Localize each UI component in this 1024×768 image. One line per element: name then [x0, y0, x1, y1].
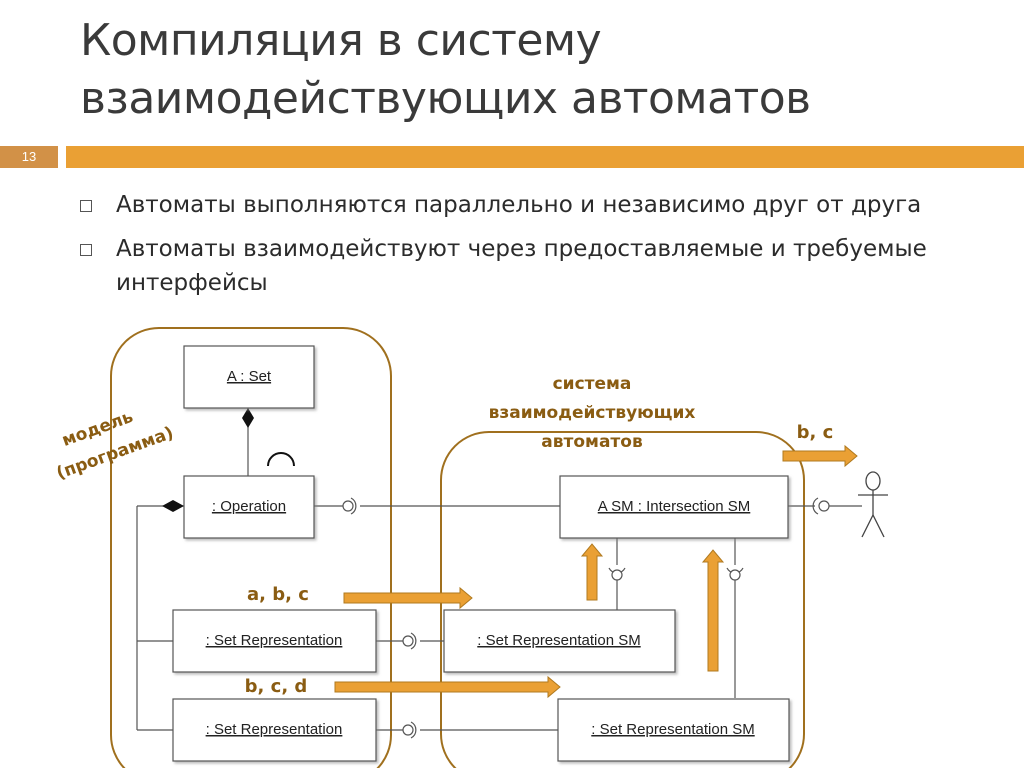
box-set-representation-sm-2: : Set Representation SM [557, 698, 790, 762]
box-a-set: A : Set [183, 345, 315, 409]
page-number-band [0, 146, 58, 168]
arrow-right-icon [334, 675, 561, 699]
bullet-text: Автоматы выполняются параллельно и незав… [116, 192, 922, 218]
system-label-line-1: система [553, 374, 632, 394]
provided-interface-icon [402, 724, 414, 736]
svg-text:A SM : Intersection SM: A SM : Intersection SM [598, 498, 751, 515]
title-line-2: взаимодействующих автоматов [80, 73, 811, 124]
system-label-line-2: взаимодействующих [489, 403, 696, 423]
composition-diamond-icon [162, 500, 184, 512]
title-line-1: Компиляция в систему [80, 15, 602, 66]
svg-text:: Set Representation SM: : Set Representation SM [477, 632, 640, 649]
arrow-up-icon [580, 543, 604, 601]
arrow-right-icon [343, 586, 473, 610]
arrow-up-icon [701, 549, 725, 672]
box-a-sm-intersection: A SM : Intersection SM [559, 475, 789, 539]
box-set-representation-sm-1: : Set Representation SM [443, 609, 676, 673]
system-frame [440, 431, 805, 768]
required-interface-icon [267, 452, 295, 467]
bullet-square-icon [80, 200, 92, 212]
actor-icon [858, 471, 888, 538]
bullet-text: Автоматы взаимодействуют через предостав… [116, 236, 927, 296]
composition-diamond-icon [242, 408, 254, 428]
slide-title: Компиляция в систему взаимодействующих а… [80, 12, 980, 128]
arrow-right-icon [782, 444, 858, 468]
provided-interface-icon [402, 635, 414, 647]
box-operation: : Operation [183, 475, 315, 539]
svg-text:A : Set: A : Set [227, 368, 272, 385]
provided-interface-icon [342, 500, 354, 512]
svg-text:: Set Representation: : Set Representation [206, 632, 343, 649]
model-frame [110, 327, 392, 768]
system-label-line-3: автоматов [541, 432, 643, 452]
bullet-item: Автоматы выполняются параллельно и незав… [80, 188, 1010, 222]
svg-text:: Operation: : Operation [212, 498, 286, 515]
provided-interface-icon [818, 500, 830, 512]
arrow-label-bc: b, c [797, 422, 834, 443]
box-set-representation-1: : Set Representation [172, 609, 377, 673]
arrow-label-bcd: b, c, d [245, 676, 308, 697]
box-set-representation-2: : Set Representation [172, 698, 377, 762]
bullet-square-icon [80, 244, 92, 256]
arrow-label-abc: a, b, c [247, 584, 309, 605]
svg-text:: Set Representation: : Set Representation [206, 721, 343, 738]
bullet-item: Автоматы взаимодействуют через предостав… [80, 232, 1010, 300]
bullet-list: Автоматы выполняются параллельно и незав… [80, 188, 1010, 310]
accent-band [66, 146, 1024, 168]
page-number: 13 [21, 149, 37, 164]
svg-text:: Set Representation SM: : Set Representation SM [591, 721, 754, 738]
